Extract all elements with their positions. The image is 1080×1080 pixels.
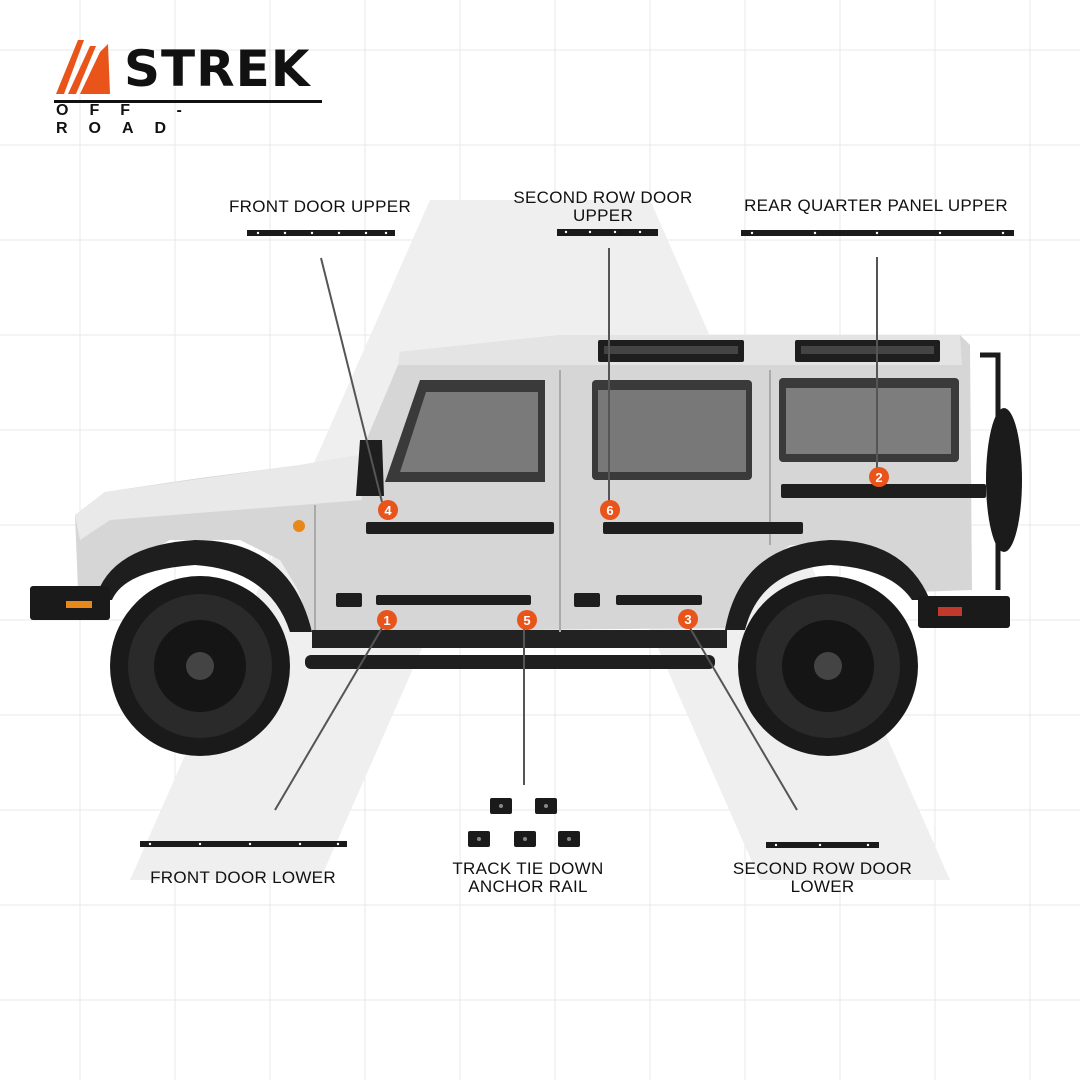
label-second-row-door-upper: SECOND ROW DOOR UPPER: [513, 188, 693, 225]
brand-logo-mark-icon: [56, 40, 110, 94]
rear-bumper: [918, 596, 1010, 628]
brand-name: STREK: [124, 40, 311, 98]
marker-3: 3: [678, 609, 698, 629]
fender-flares: [95, 540, 930, 632]
marker-4-number: 4: [384, 503, 392, 518]
marker-2-number: 2: [875, 470, 882, 485]
marker-3-number: 3: [684, 612, 691, 627]
marker-5-number: 5: [523, 613, 530, 628]
marker-6: 6: [600, 500, 620, 520]
brand-logo: STREK OFF - ROAD: [54, 38, 334, 137]
marker-1-number: 1: [383, 613, 390, 628]
marker-5: 5: [517, 610, 537, 630]
installed-rails: [336, 484, 986, 607]
side-marker-light: [293, 520, 305, 532]
leader-line-4: [320, 257, 383, 503]
front-wheel: [110, 576, 290, 756]
front-indicator-light: [66, 601, 92, 608]
spare-wheel: [986, 408, 1022, 552]
logo-divider: [54, 100, 322, 103]
label-track-tie-down-anchor-rail: TRACK TIE DOWN ANCHOR RAIL: [452, 859, 604, 896]
roof-rack: [598, 340, 940, 362]
brand-tagline: OFF - ROAD: [56, 102, 203, 137]
marker-2: 2: [869, 467, 889, 487]
rail-second-row-door-lower: [766, 842, 879, 848]
rail-front-door-lower: [140, 841, 347, 847]
rear-wheel: [738, 576, 918, 756]
tie-down-anchor-blocks: [468, 798, 580, 847]
vehicle-windows: [385, 378, 959, 482]
rail-second-row-door-upper: [557, 229, 658, 236]
label-front-door-lower: FRONT DOOR LOWER: [150, 868, 336, 887]
label-rear-quarter-panel-upper: REAR QUARTER PANEL UPPER: [744, 196, 1008, 215]
marker-6-number: 6: [606, 503, 613, 518]
marker-1: 1: [377, 610, 397, 630]
leader-line-3: [689, 627, 798, 811]
rear-reflector: [938, 607, 962, 616]
label-front-door-upper: FRONT DOOR UPPER: [228, 197, 412, 216]
leader-line-1: [274, 627, 383, 811]
label-second-row-door-lower: SECOND ROW DOOR LOWER: [732, 859, 913, 896]
rail-front-door-upper: [247, 230, 395, 236]
rail-rear-quarter-panel-upper: [741, 230, 1014, 236]
rear-ladder: [980, 352, 1001, 590]
marker-4: 4: [378, 500, 398, 520]
door-seams: [314, 370, 771, 632]
